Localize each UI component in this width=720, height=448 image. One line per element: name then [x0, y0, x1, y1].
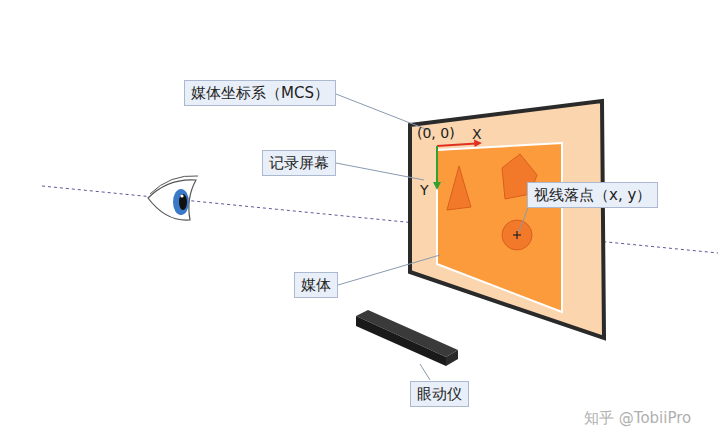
- eye-tracker-device: [356, 310, 458, 366]
- axis-label: X: [472, 126, 482, 142]
- label-text: 眼动仪: [417, 385, 462, 403]
- label-text: 媒体坐标系（MCS）: [191, 84, 329, 102]
- leader-line: [420, 364, 430, 380]
- gaze-cross: [516, 231, 517, 239]
- label-box: 眼动仪: [410, 381, 469, 407]
- label-text: 视线落点（x, y）: [534, 186, 651, 204]
- leader-line: [338, 255, 440, 285]
- label-box: 记录屏幕: [262, 150, 336, 176]
- x-axis: [437, 144, 476, 147]
- y-axis: [436, 146, 438, 183]
- sight-line: [42, 186, 718, 253]
- y-arrowhead: [433, 182, 441, 190]
- label-box: 视线落点（x, y）: [527, 182, 658, 208]
- label-box: 媒体坐标系（MCS）: [184, 80, 336, 106]
- label-text: 媒体: [301, 276, 331, 294]
- label-box: 媒体: [294, 272, 338, 298]
- watermark: 知乎 @TobiiPro: [584, 410, 691, 426]
- screen-frame: [410, 101, 604, 338]
- leader-line: [336, 94, 428, 130]
- axis-label: Y: [420, 182, 429, 198]
- circle-shape: [502, 220, 532, 250]
- eye-icon: [148, 176, 198, 220]
- label-text: 记录屏幕: [269, 154, 329, 172]
- media-area: [437, 143, 562, 312]
- triangle-shape: [447, 166, 471, 210]
- origin-label: (0, 0): [417, 125, 455, 141]
- leader-line: [336, 163, 424, 180]
